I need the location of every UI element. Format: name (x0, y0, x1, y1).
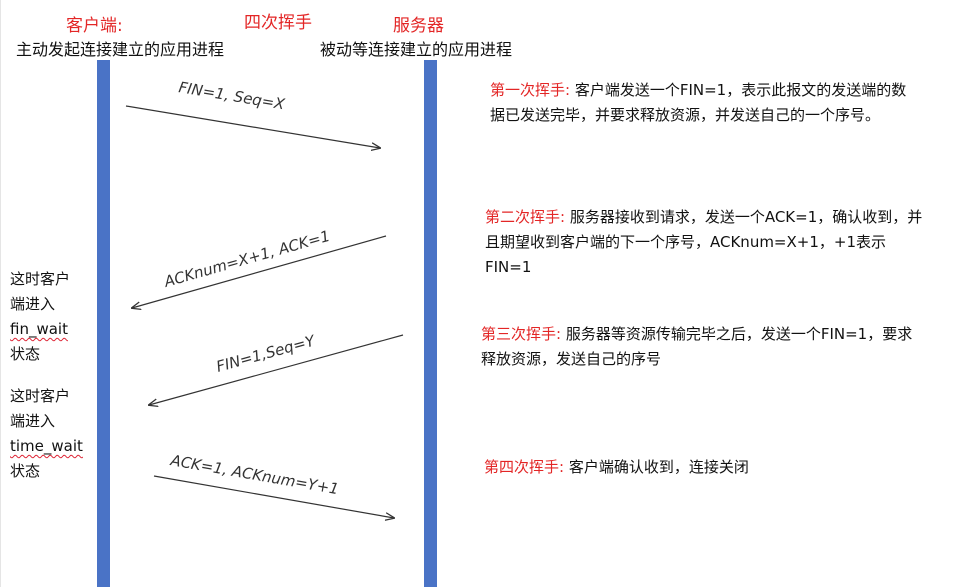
step-4-description: 第四次挥手: 客户端确认收到，连接关闭 (484, 455, 924, 480)
step-1-text: 客户端发送一个FIN=1，表示此报文的发送端的数据已发送完毕，并要求释放资源，并… (490, 81, 907, 124)
step-2-title: 第二次挥手: (485, 208, 566, 226)
step-4-text: 客户端确认收到，连接关闭 (564, 458, 749, 476)
time-wait-line-4: 状态 (10, 462, 41, 480)
arrow-ack-server: ACKnum=X+1, ACK=1 (132, 227, 387, 308)
fin-wait-line-2: 端进入 (10, 295, 56, 313)
fin-wait-state-name: fin_wait (10, 320, 68, 338)
client-lifeline (97, 60, 110, 587)
step-2-text: 服务器接收到请求，发送一个ACK=1，确认收到，并且期望收到客户端的下一个序号，… (485, 208, 923, 276)
server-lifeline (424, 60, 437, 587)
time-wait-state-name: time_wait (10, 437, 83, 455)
client-description: 主动发起连接建立的应用进程 (16, 40, 225, 59)
arrow-4-label: ACK=1, ACKnum=Y+1 (168, 451, 340, 498)
arrow-3-label: FIN=1,Seq=Y (214, 331, 318, 376)
fin-wait-note: 这时客户 端进入 fin_wait 状态 (10, 267, 100, 367)
server-label: 服务器 (393, 16, 444, 36)
arrow-1-label: FIN=1, Seq=X (177, 78, 286, 113)
diagram-title: 四次挥手 (244, 13, 312, 33)
client-label: 客户端: (66, 16, 123, 36)
arrow-fin-client: FIN=1, Seq=X (125, 78, 380, 148)
time-wait-line-1: 这时客户 (10, 387, 71, 405)
fin-wait-line-1: 这时客户 (10, 270, 71, 288)
step-4-title: 第四次挥手: (484, 458, 565, 476)
arrow-ack-client: ACK=1, ACKnum=Y+1 (153, 451, 394, 518)
step-2-description: 第二次挥手: 服务器接收到请求，发送一个ACK=1，确认收到，并且期望收到客户端… (485, 205, 925, 280)
step-3-text: 服务器等资源传输完毕之后，发送一个FIN=1，要求释放资源，发送自己的序号 (481, 325, 913, 368)
step-1-description: 第一次挥手: 客户端发送一个FIN=1，表示此报文的发送端的数据已发送完毕，并要… (490, 78, 920, 128)
step-1-title: 第一次挥手: (490, 81, 571, 99)
arrow-fin-server: FIN=1,Seq=Y (149, 331, 404, 405)
left-border (0, 0, 1, 587)
fin-wait-line-4: 状态 (10, 345, 41, 363)
time-wait-line-2: 端进入 (10, 412, 56, 430)
step-3-title: 第三次挥手: (481, 325, 562, 343)
time-wait-note: 这时客户 端进入 time_wait 状态 (10, 384, 100, 484)
server-description: 被动等连接建立的应用进程 (320, 40, 513, 59)
step-3-description: 第三次挥手: 服务器等资源传输完毕之后，发送一个FIN=1，要求释放资源，发送自… (481, 322, 921, 372)
